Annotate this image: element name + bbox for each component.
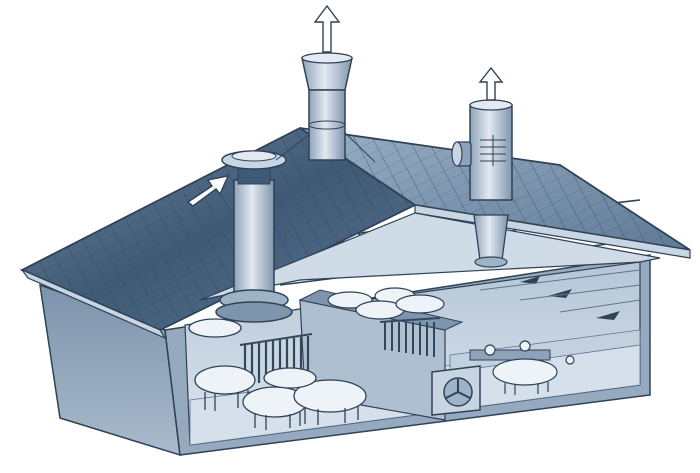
roof-eave xyxy=(20,268,167,340)
air-inlet-arrow-icon xyxy=(596,311,620,320)
pigs-left-pen xyxy=(188,318,367,430)
pig xyxy=(293,379,367,425)
air-outlet-arrow-icon xyxy=(478,66,504,101)
pig xyxy=(492,358,558,395)
inlet-chimney xyxy=(186,150,293,323)
pig xyxy=(395,294,445,314)
center-pen-rails xyxy=(384,322,435,357)
pigs-right-pen xyxy=(484,340,575,395)
exhaust-chimney xyxy=(275,4,376,163)
wall-fan-unit xyxy=(431,365,481,416)
air-inlet-arrow-icon xyxy=(520,276,540,284)
air-outlet-arrow-icon xyxy=(313,4,341,53)
pig xyxy=(263,367,317,389)
piglet xyxy=(565,355,575,365)
air-inlet-arrow-icon xyxy=(186,175,230,207)
barn-interior xyxy=(184,199,641,446)
pig xyxy=(188,318,242,338)
pigs-center-pen xyxy=(327,287,445,320)
piglet xyxy=(484,344,496,356)
exhaust-fan-chimney xyxy=(451,66,513,268)
roof-cutaway xyxy=(199,212,661,301)
feed-trough xyxy=(469,349,551,361)
pig xyxy=(242,386,308,430)
piglet xyxy=(519,340,531,352)
